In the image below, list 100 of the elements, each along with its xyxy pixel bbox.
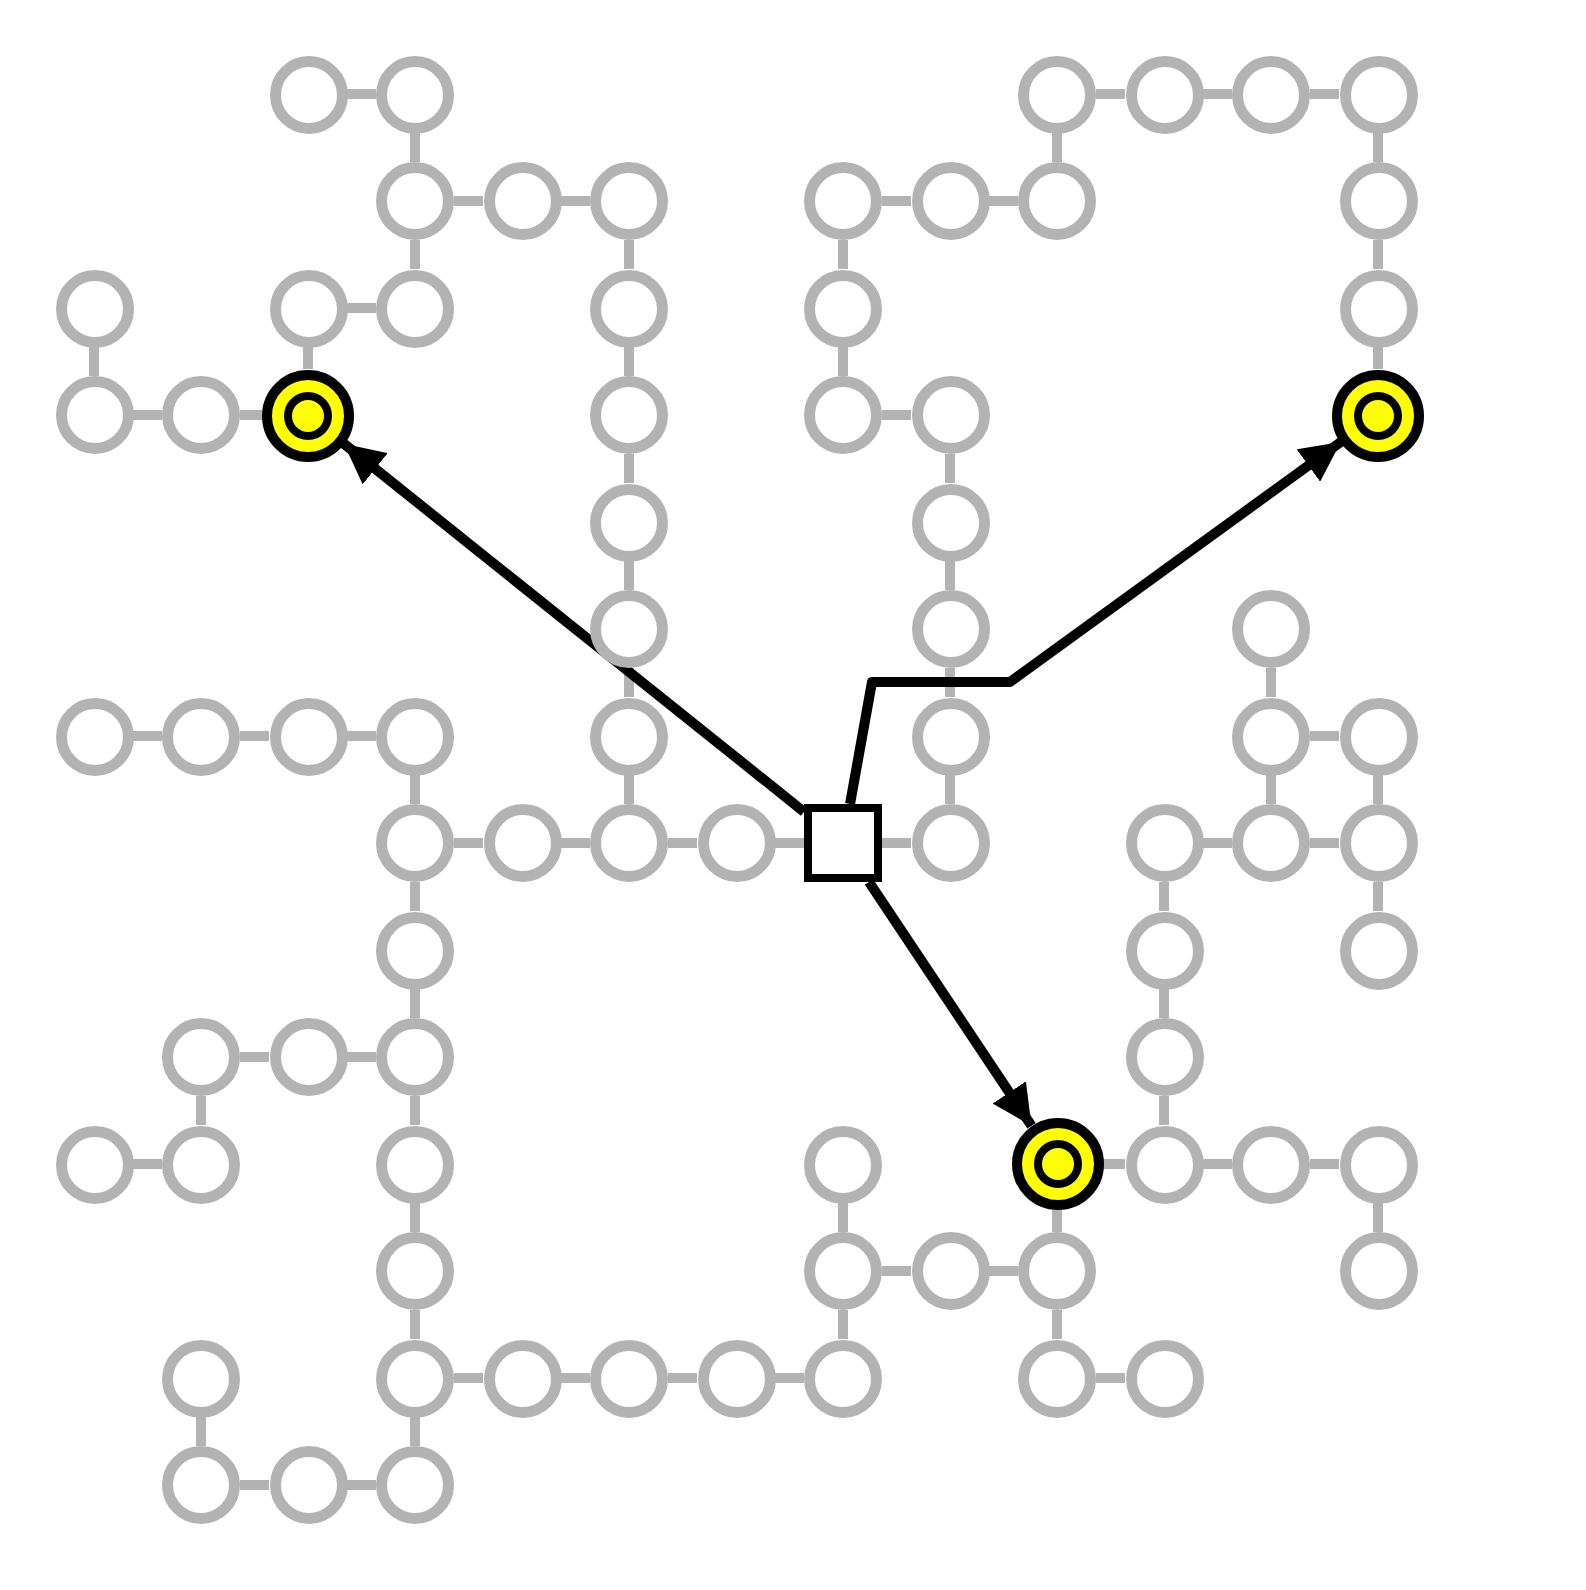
grid-node-circle — [1339, 162, 1417, 240]
grid-node-circle — [376, 911, 454, 989]
grid-node-circle — [376, 1339, 454, 1417]
grid-node-circle — [1125, 911, 1203, 989]
connector-line — [133, 1159, 162, 1169]
connector-line — [882, 196, 911, 206]
grid-node-circle — [162, 1018, 240, 1096]
grid-node-circle — [697, 1339, 775, 1417]
connector-line — [1373, 133, 1383, 162]
grid-node-circle — [911, 1232, 989, 1310]
arrow — [340, 439, 808, 816]
connector-line — [196, 1096, 206, 1125]
grid-node-circle — [1232, 590, 1310, 668]
connector-line — [624, 561, 634, 590]
connector-line — [1266, 775, 1276, 804]
connector-line — [945, 561, 955, 590]
grid-node-circle — [376, 1232, 454, 1310]
connector-line — [1310, 731, 1339, 741]
grid-node-circle — [376, 1018, 454, 1096]
grid-node-circle — [1339, 1232, 1417, 1310]
connector-line — [1373, 882, 1383, 911]
connector-line — [410, 882, 420, 911]
grid-node-circle — [376, 1446, 454, 1524]
connector-line — [240, 410, 262, 420]
grid-node-circle — [1125, 1339, 1203, 1417]
connector-line — [410, 989, 420, 1018]
grid-node-circle — [162, 1339, 240, 1417]
grid-node-circle — [911, 804, 989, 882]
grid-node-circle — [376, 269, 454, 347]
grid-node-circle — [911, 376, 989, 454]
grid-node-circle — [376, 1125, 454, 1203]
grid-node-circle — [269, 1446, 347, 1524]
grid-node-circle — [1125, 1125, 1203, 1203]
connector-line — [1266, 668, 1276, 697]
grid-node-circle — [1232, 1125, 1310, 1203]
connector-line — [347, 1052, 376, 1062]
grid-node-circle — [483, 162, 561, 240]
connector-line — [1310, 89, 1339, 99]
connector-line — [1310, 838, 1339, 848]
grid-node-circle — [804, 162, 882, 240]
grid-node-circle — [269, 55, 347, 133]
connector-line — [1373, 775, 1383, 804]
grid-node-circle — [1018, 1339, 1096, 1417]
start-square — [804, 804, 882, 882]
grid-node-circle — [162, 376, 240, 454]
connector-line — [1159, 882, 1169, 911]
connector-line — [1310, 1159, 1339, 1169]
connector-line — [1096, 89, 1125, 99]
grid-node-circle — [590, 483, 668, 561]
connector-line — [624, 347, 634, 376]
grid-node-circle — [911, 162, 989, 240]
connector-line — [1373, 240, 1383, 269]
grid-node-circle — [376, 55, 454, 133]
grid-node-circle — [1339, 911, 1417, 989]
grid-node-circle — [804, 1339, 882, 1417]
grid-node-circle — [483, 1339, 561, 1417]
grid-node-circle — [1232, 55, 1310, 133]
connector-line — [89, 347, 99, 376]
grid-node-circle — [162, 697, 240, 775]
connector-line — [624, 240, 634, 269]
connector-line — [347, 303, 376, 313]
connector-line — [196, 1417, 206, 1446]
grid-node-circle — [376, 697, 454, 775]
connector-line — [989, 1266, 1018, 1276]
connector-line — [624, 775, 634, 804]
grid-node-circle — [269, 269, 347, 347]
grid-node-circle — [1018, 1232, 1096, 1310]
grid-node-circle — [804, 1232, 882, 1310]
grid-node-circle — [1339, 269, 1417, 347]
connector-line — [347, 89, 376, 99]
grid-node-circle — [1339, 697, 1417, 775]
grid-node-circle — [590, 162, 668, 240]
connector-line — [1203, 1159, 1232, 1169]
grid-node-circle — [911, 697, 989, 775]
grid-node-circle — [804, 1125, 882, 1203]
connector-line — [410, 775, 420, 804]
grid-node-circle — [590, 697, 668, 775]
connector-line — [668, 838, 697, 848]
grid-node-circle — [1125, 55, 1203, 133]
grid-node-circle — [911, 590, 989, 668]
connector-line — [838, 1203, 848, 1232]
connector-line — [945, 454, 955, 483]
connector-line — [882, 838, 911, 848]
grid-node-circle — [1232, 804, 1310, 882]
connector-line — [240, 1480, 269, 1490]
connector-line — [1159, 1096, 1169, 1125]
connector-line — [561, 1373, 590, 1383]
connector-line — [945, 668, 955, 697]
connector-line — [410, 1203, 420, 1232]
connector-line — [1096, 1373, 1125, 1383]
grid-node-circle — [1018, 55, 1096, 133]
connector-line — [838, 347, 848, 376]
grid-node-circle — [804, 376, 882, 454]
connector-line — [133, 410, 162, 420]
target-circle — [1011, 1118, 1103, 1210]
connector-line — [303, 347, 313, 369]
connector-line — [410, 1096, 420, 1125]
connector-line — [133, 731, 162, 741]
connector-line — [347, 1480, 376, 1490]
connector-line — [454, 1373, 483, 1383]
